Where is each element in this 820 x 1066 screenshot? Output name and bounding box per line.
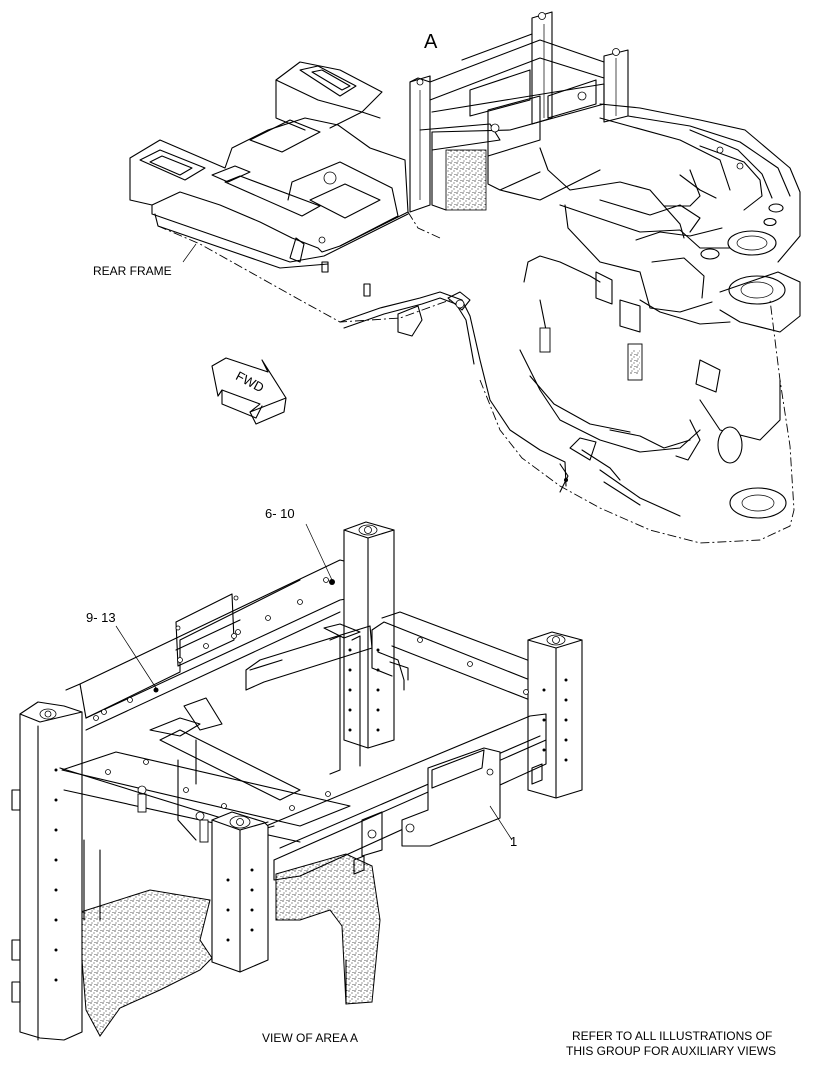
refer-note-line2: THIS GROUP FOR AUXILIARY VIEWS	[566, 1044, 776, 1058]
area-a-detail-drawing	[11, 521, 583, 1041]
rear-frame-label: REAR FRAME	[93, 264, 172, 278]
refer-note-line1: REFER TO ALL ILLUSTRATIONS OF	[572, 1029, 772, 1043]
view-caption: VIEW OF AREA A	[262, 1031, 358, 1045]
area-a-callout: A	[424, 31, 438, 53]
callout-1: 1	[510, 834, 517, 849]
callout-6-10: 6- 10	[265, 506, 295, 521]
rear-frame-drawing	[129, 11, 801, 544]
fastener-holes	[54, 577, 568, 982]
forward-arrow-icon	[211, 357, 287, 425]
callout-9-13: 9- 13	[86, 610, 116, 625]
